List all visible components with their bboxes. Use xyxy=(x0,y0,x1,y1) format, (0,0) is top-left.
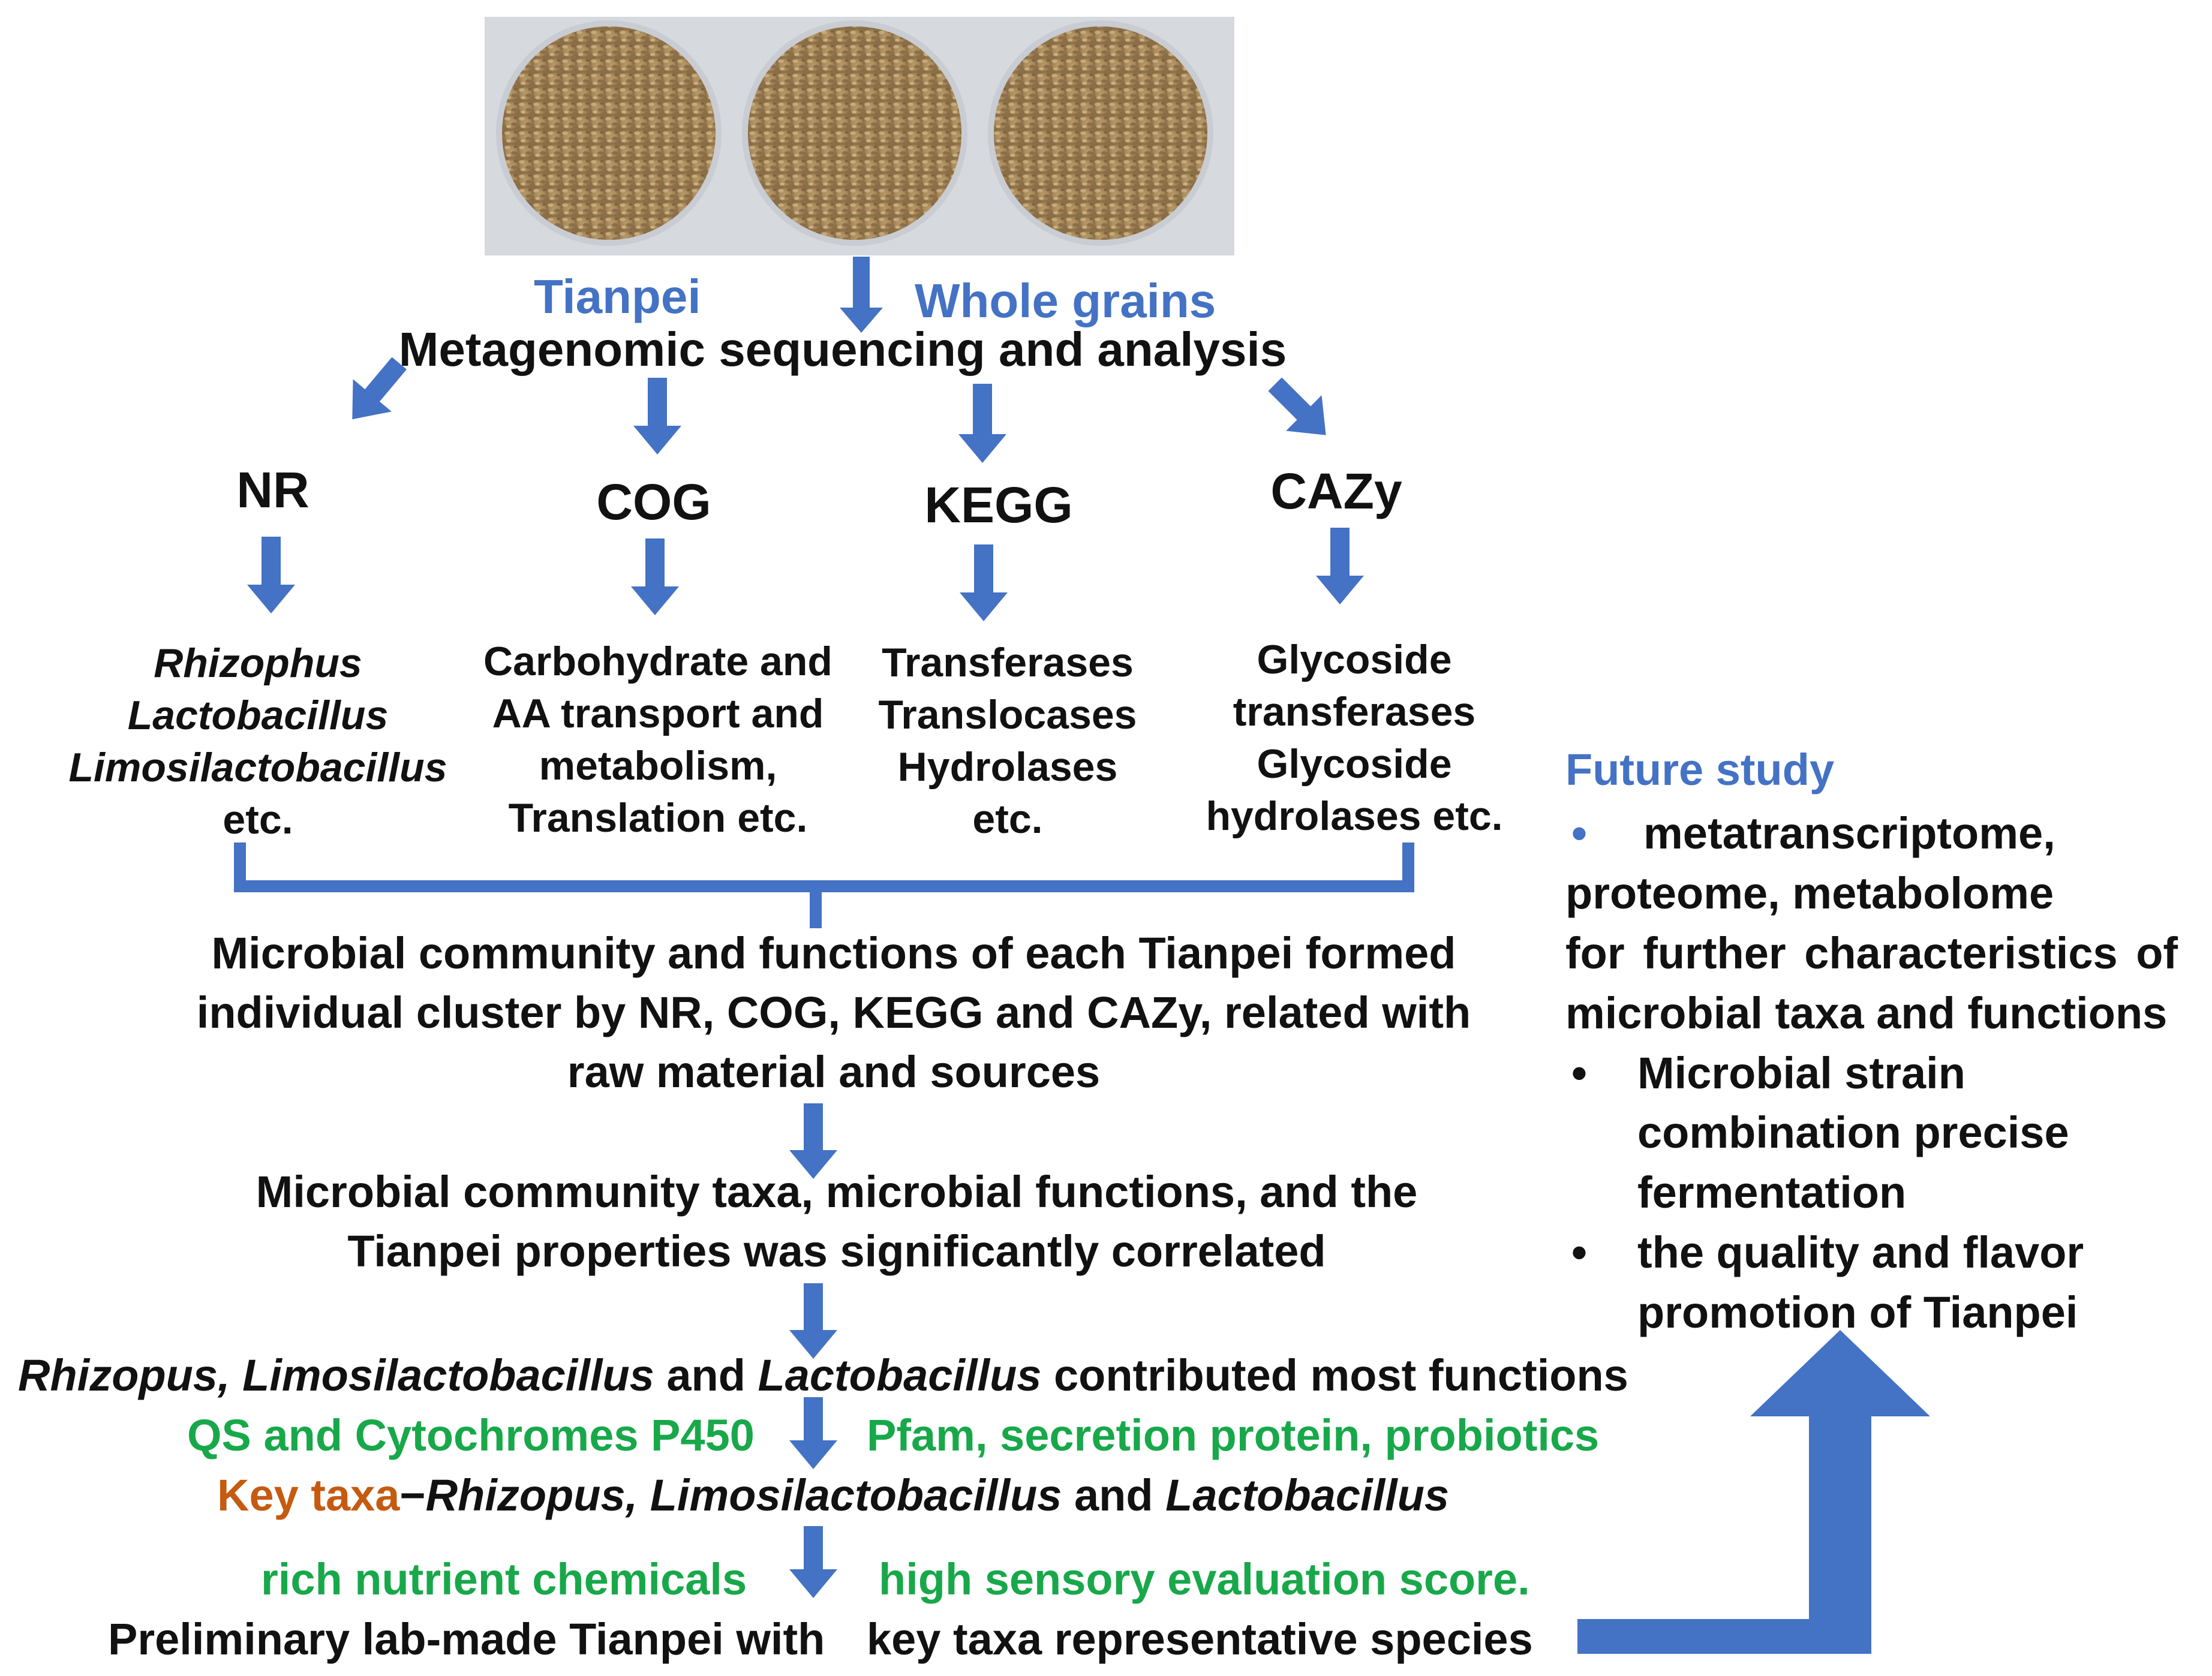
future-b1-line-4: microbial taxa and functions xyxy=(1565,988,2168,1038)
arrow-keytaxa-down xyxy=(789,1526,837,1598)
cog-line-3: metabolism, xyxy=(539,743,777,789)
future-b2-line-1: Microbial strain xyxy=(1637,1048,1965,1098)
step3-and: and xyxy=(654,1350,758,1400)
cog-line-2: AA transport and xyxy=(492,691,824,736)
final-text-right: key taxa representative species xyxy=(867,1614,1533,1664)
arrow-nr-down xyxy=(247,537,295,613)
arrow-to-cog xyxy=(633,378,681,455)
branch-cog-details: Carbohydrate and AA transport and metabo… xyxy=(483,636,832,844)
nr-taxon-3: Limosilactobacillus xyxy=(68,745,447,790)
sensory-score-label: high sensory evaluation score. xyxy=(879,1554,1530,1604)
arrow-to-kegg xyxy=(958,384,1006,463)
cog-line-1: Carbohydrate and xyxy=(483,639,832,684)
merge-bracket xyxy=(234,842,1414,928)
step1-line-1: Microbial community and functions of eac… xyxy=(211,928,1456,978)
future-b2-line-2: combination precise xyxy=(1637,1108,2069,1158)
future-b3-line-2: promotion of Tianpei xyxy=(1637,1287,2078,1338)
kegg-line-1: Transferases xyxy=(882,640,1134,685)
step2-line-2: Tianpei properties was significantly cor… xyxy=(347,1226,1326,1276)
tianpei-sample-3 xyxy=(988,20,1213,246)
kegg-line-4: etc. xyxy=(972,796,1043,842)
arrow-step2-down xyxy=(789,1283,837,1359)
future-b2-line-3: fermentation xyxy=(1637,1168,1907,1218)
branch-cog-name: COG xyxy=(596,474,711,530)
future-bullet-2: • Microbial strain combination precise f… xyxy=(1565,1043,2201,1223)
future-bullet-1: •metatranscriptome, proteome, metabolome… xyxy=(1565,804,2201,1043)
arrow-photo-down xyxy=(840,257,883,333)
step3-rest: contributed most functions xyxy=(1041,1350,1628,1400)
future-b3-line-1: the quality and flavor xyxy=(1637,1227,2084,1278)
key-taxa-line: Key taxa−Rhizopus, Limosilactobacillus a… xyxy=(217,1469,1449,1521)
branch-nr-name: NR xyxy=(236,462,309,518)
pfam-secretion-label: Pfam, secretion protein, probiotics xyxy=(867,1410,1600,1460)
qs-p450-label: QS and Cytochromes P450 xyxy=(187,1410,755,1460)
arrow-kegg-down xyxy=(960,544,1008,621)
step3-taxa-a: Rhizopus, Limosilactobacillus xyxy=(18,1350,654,1400)
arrow-to-cazy xyxy=(1268,377,1326,435)
branch-cazy-name: CAZy xyxy=(1270,463,1402,519)
arrow-cog-down xyxy=(631,538,679,615)
key-taxa-a: Rhizopus, Limosilactobacillus xyxy=(425,1470,1062,1520)
cazy-line-1: Glycoside xyxy=(1257,637,1452,682)
branch-cazy-details: Glycoside transferases Glycoside hydrola… xyxy=(1206,634,1502,842)
step1-line-3: raw material and sources xyxy=(567,1047,1101,1097)
nr-taxon-2: Lactobacillus xyxy=(127,693,389,738)
nr-taxon-1: Rhizophus xyxy=(154,640,362,686)
branch-nr-details: Rhizophus Lactobacillus Limosilactobacil… xyxy=(68,637,447,846)
tianpei-photo xyxy=(485,17,1234,255)
arrow-step3-down xyxy=(789,1397,837,1469)
future-study-list: •metatranscriptome, proteome, metabolome… xyxy=(1565,804,2201,1343)
cazy-line-2: transferases xyxy=(1233,689,1476,735)
step1-text: Microbial community and functions of eac… xyxy=(197,923,1471,1102)
key-taxa-dash: − xyxy=(399,1470,426,1520)
cazy-line-4: hydrolases etc. xyxy=(1206,793,1503,839)
branch-kegg-details: Transferases Translocases Hydrolases etc… xyxy=(879,637,1137,845)
nr-etc: etc. xyxy=(223,797,293,842)
branch-kegg-name: KEGG xyxy=(924,477,1073,533)
cazy-line-3: Glycoside xyxy=(1257,741,1452,787)
step3-taxa-b: Lactobacillus xyxy=(758,1350,1042,1400)
whole-grains-label: Whole grains xyxy=(915,274,1216,327)
key-taxa-label: Key taxa xyxy=(217,1470,400,1520)
step2-line-1: Microbial community taxa, microbial func… xyxy=(256,1167,1418,1217)
step1-line-2: individual cluster by NR, COG, KEGG and … xyxy=(196,988,1471,1037)
step3-text: Rhizopus, Limosilactobacillus and Lactob… xyxy=(18,1349,1628,1401)
kegg-line-3: Hydrolases xyxy=(897,744,1118,790)
kegg-line-2: Translocases xyxy=(878,692,1137,738)
cog-line-4: Translation etc. xyxy=(508,795,808,841)
arrow-to-future-study xyxy=(1577,1330,1930,1654)
arrow-to-nr xyxy=(352,357,407,420)
future-bullet-3: • the quality and flavor promotion of Ti… xyxy=(1565,1223,2201,1343)
key-taxa-b: Lactobacillus xyxy=(1165,1470,1450,1520)
future-b1-line-3: for further characteristics of xyxy=(1565,928,2178,978)
main-title: Metagenomic sequencing and analysis xyxy=(398,323,1287,376)
future-study-title: Future study xyxy=(1565,745,1835,795)
tianpei-label: Tianpei xyxy=(534,270,701,323)
rich-nutrient-label: rich nutrient chemicals xyxy=(261,1554,747,1604)
arrow-cazy-down xyxy=(1316,528,1364,604)
final-text-left: Preliminary lab-made Tianpei with xyxy=(108,1614,825,1664)
future-b1-line-2: proteome, metabolome xyxy=(1565,868,2054,918)
step2-text: Microbial community taxa, microbial func… xyxy=(256,1162,1418,1281)
tianpei-sample-2 xyxy=(742,20,967,246)
future-b1-line-1: metatranscriptome, xyxy=(1643,808,2055,858)
tianpei-sample-1 xyxy=(496,20,722,246)
arrow-step1-down xyxy=(789,1103,837,1179)
key-taxa-and: and xyxy=(1062,1470,1166,1520)
